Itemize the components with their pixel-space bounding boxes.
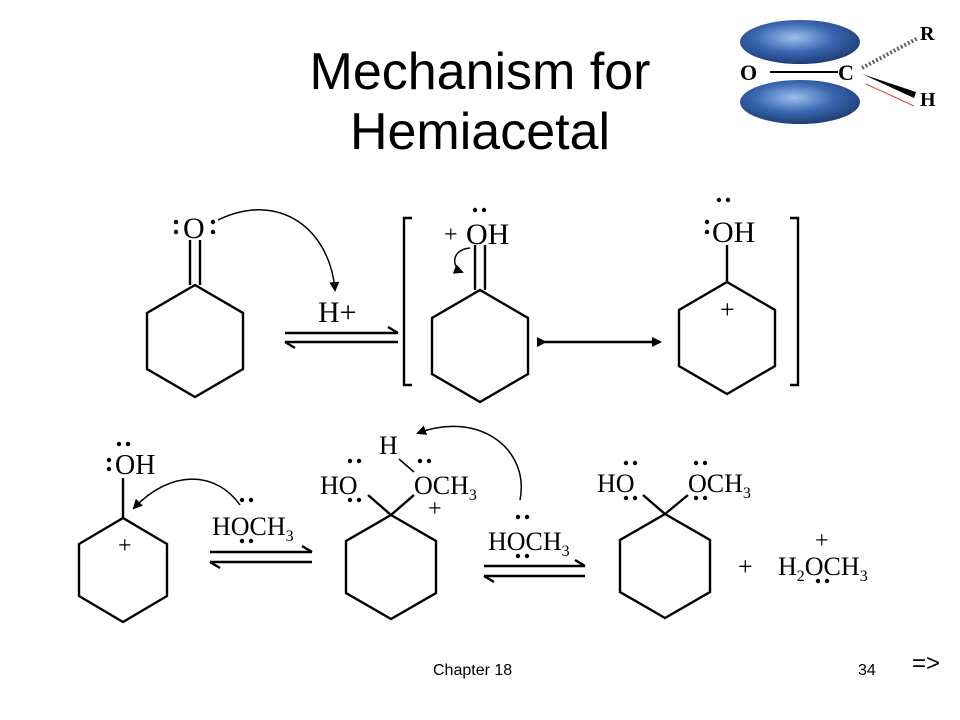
cation-plus-label: + — [118, 533, 132, 559]
reagent-proton-label: H+ — [318, 296, 357, 329]
lone-pair-dot — [693, 495, 699, 501]
adduct-ho-label: HO — [320, 471, 358, 500]
byproduct-charge-label: + — [815, 528, 829, 554]
lone-pair-dot — [210, 219, 216, 225]
methanol-reagent-1: HOCH3 — [212, 497, 294, 545]
lone-pair-dot — [623, 495, 629, 501]
lone-pair-dot — [632, 460, 638, 466]
lone-pair-dot — [725, 197, 731, 203]
title-line-2: Hemiacetal — [349, 103, 611, 161]
hashed-bond-r — [861, 36, 919, 70]
lone-pair-dot — [524, 553, 530, 559]
adduct-och3-label: OCH3 — [414, 471, 477, 504]
lone-pair-dot — [347, 497, 353, 503]
byproduct-plus-sign: + — [738, 552, 753, 581]
lone-pair-dot — [248, 497, 254, 503]
cyclohexanone: O — [145, 212, 245, 399]
next-slide-link[interactable]: => — [912, 650, 941, 677]
res2-plus-label: + — [720, 295, 735, 324]
lone-pair-dot — [106, 457, 112, 463]
lone-pair-dot — [116, 441, 122, 447]
lone-pair-dot — [426, 458, 432, 464]
footer-chapter: Chapter 18 — [433, 662, 513, 679]
curved-arrow-nucleophile-attack — [132, 478, 241, 510]
methanol-2-label: HOCH3 — [488, 527, 570, 560]
lone-pair-dot — [515, 514, 521, 520]
lone-pair-dot — [481, 207, 487, 213]
pi-orbital-top-lobe — [740, 20, 860, 64]
methanol-reagent-2: HOCH3 — [488, 514, 570, 560]
res1-plus-label: + — [444, 222, 458, 248]
lone-pair-dot — [239, 497, 245, 503]
res1-oh-label: OH — [466, 218, 509, 251]
lone-pair-dot — [356, 458, 362, 464]
orbital-label-r: R — [920, 23, 935, 45]
lone-pair-dot — [125, 441, 131, 447]
curved-arrow-deprotonation — [416, 425, 522, 501]
lone-pair-dot — [716, 197, 722, 203]
lone-pair-dot — [356, 497, 362, 503]
lone-pair-dot — [210, 229, 216, 235]
bond-angle-marker — [865, 83, 915, 107]
resonance-bracket-right — [790, 216, 800, 387]
orbital-label-h: H — [920, 89, 936, 111]
adduct-plus-label: + — [428, 496, 442, 522]
lone-pair-dot — [702, 495, 708, 501]
lone-pair-dot — [702, 460, 708, 466]
lone-pair-dot — [248, 538, 254, 544]
oxocarbenium-form-2: OH + — [677, 197, 777, 396]
equilibrium-arrows-3 — [483, 558, 586, 584]
cation-oh-label: OH — [115, 450, 155, 481]
protonated-carbocation: OH + — [77, 441, 169, 624]
product-och3-label: OCH3 — [688, 469, 751, 502]
lone-pair-dot — [632, 495, 638, 501]
res2-oh-label: OH — [712, 216, 755, 249]
lone-pair-dot — [623, 460, 629, 466]
adduct-proton-label: H — [379, 431, 398, 460]
curved-arrow-pi-shift — [452, 247, 471, 274]
equilibrium-arrows-2 — [209, 544, 313, 570]
lone-pair-dot — [173, 229, 179, 235]
lone-pair-dot — [704, 229, 710, 235]
byproduct-formula-label: H2OCH3 — [778, 552, 868, 585]
lone-pair-dot — [693, 460, 699, 466]
orbital-label-c: C — [838, 60, 854, 85]
lone-pair-dot — [815, 578, 821, 584]
hemiacetal-product: HO OCH3 — [597, 460, 751, 620]
reactant-oxygen-label: O — [183, 212, 205, 245]
page-number: 34 — [858, 662, 876, 679]
carbonyl-orbital-figure: O C R H — [740, 20, 936, 124]
pi-orbital-bottom-lobe — [740, 80, 860, 124]
lone-pair-dot — [239, 538, 245, 544]
resonance-bracket-left — [402, 216, 412, 387]
curved-arrow-protonation — [217, 209, 340, 292]
wedge-bond-h — [862, 74, 916, 98]
lone-pair-dot — [824, 578, 830, 584]
product-ho-label: HO — [597, 469, 635, 498]
methanol-1-label: HOCH3 — [212, 512, 294, 545]
equilibrium-arrows-1 — [284, 325, 399, 350]
lone-pair-dot — [106, 466, 112, 472]
lone-pair-dot — [472, 207, 478, 213]
lone-pair-dot — [417, 458, 423, 464]
protonated-methanol-byproduct: + + H2OCH3 — [738, 528, 868, 585]
title-line-1: Mechanism for — [309, 43, 651, 101]
orbital-label-o: O — [740, 60, 757, 85]
lone-pair-dot — [704, 219, 710, 225]
lone-pair-dot — [173, 219, 179, 225]
lone-pair-dot — [524, 514, 530, 520]
protonated-carbonyl-form-1: + OH — [430, 207, 530, 404]
slide-title: Mechanism for Hemiacetal — [200, 42, 760, 162]
oxonium-adduct: HO H OCH3 + — [320, 431, 477, 621]
lone-pair-dot — [515, 553, 521, 559]
lone-pair-dot — [347, 458, 353, 464]
